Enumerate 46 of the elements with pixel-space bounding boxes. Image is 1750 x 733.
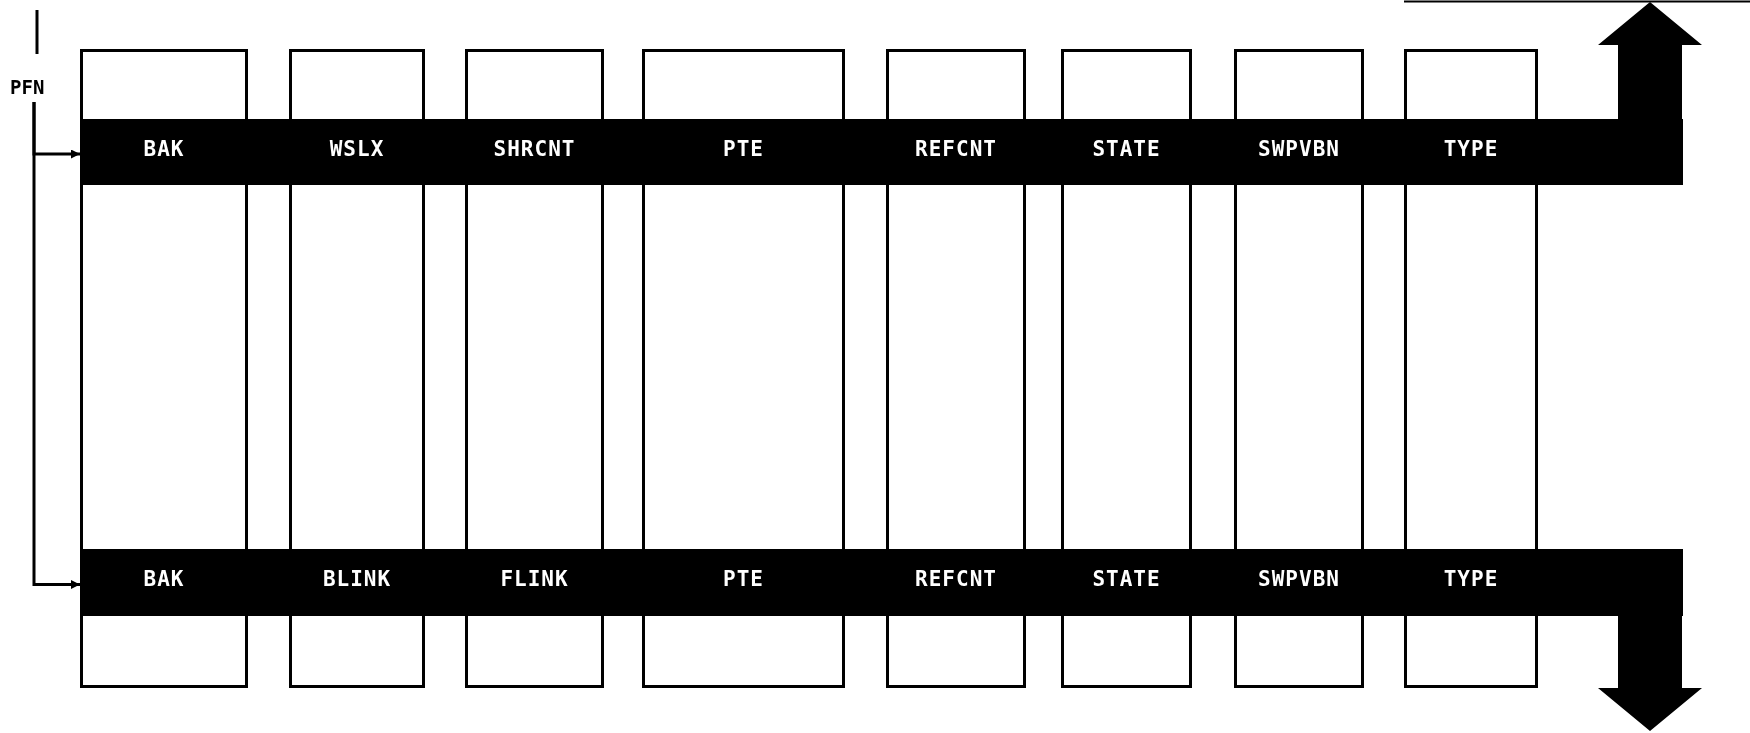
column-box xyxy=(1404,185,1538,549)
column-box xyxy=(289,49,425,119)
block-arrow xyxy=(1598,616,1702,731)
column-box xyxy=(1061,616,1192,688)
column-box xyxy=(80,49,248,119)
column-box xyxy=(289,616,425,688)
field-label: SWPVBN xyxy=(1258,567,1340,591)
arrow xyxy=(32,102,80,589)
field-label: FLINK xyxy=(500,567,569,591)
column-box xyxy=(1061,49,1192,119)
column-box xyxy=(886,49,1026,119)
record-band xyxy=(80,119,1683,185)
column-box xyxy=(1234,49,1364,119)
column-box xyxy=(886,185,1026,549)
column-box xyxy=(465,49,604,119)
record-band xyxy=(80,549,1683,616)
column-box xyxy=(1061,185,1192,549)
field-label: WSLX xyxy=(329,137,385,161)
column-box xyxy=(1234,616,1364,688)
column-box xyxy=(642,616,845,688)
field-label: SHRCNT xyxy=(493,137,576,161)
column-box xyxy=(465,616,604,688)
column-box xyxy=(289,185,425,549)
column-box xyxy=(1234,185,1364,549)
column-box xyxy=(642,185,845,549)
field-label: BAK xyxy=(143,567,185,591)
column-box xyxy=(1404,49,1538,119)
text-label: PFN xyxy=(10,76,45,98)
column-box xyxy=(80,185,248,549)
field-label: SWPVBN xyxy=(1258,137,1340,161)
column-box xyxy=(886,616,1026,688)
field-label: REFCNT xyxy=(915,137,997,161)
field-label: PTE xyxy=(723,137,764,161)
field-label: PTE xyxy=(723,567,764,591)
field-label: BAK xyxy=(143,137,185,161)
field-label: BLINK xyxy=(322,567,392,591)
field-label: STATE xyxy=(1092,137,1161,161)
block-arrow xyxy=(1598,2,1702,119)
field-label: TYPE xyxy=(1443,137,1499,161)
column-box xyxy=(80,616,248,688)
column-box xyxy=(465,185,604,549)
column-box xyxy=(642,49,845,119)
field-label: STATE xyxy=(1092,567,1161,591)
field-label: TYPE xyxy=(1443,567,1499,591)
field-label: REFCNT xyxy=(915,567,997,591)
column-box xyxy=(1404,616,1538,688)
